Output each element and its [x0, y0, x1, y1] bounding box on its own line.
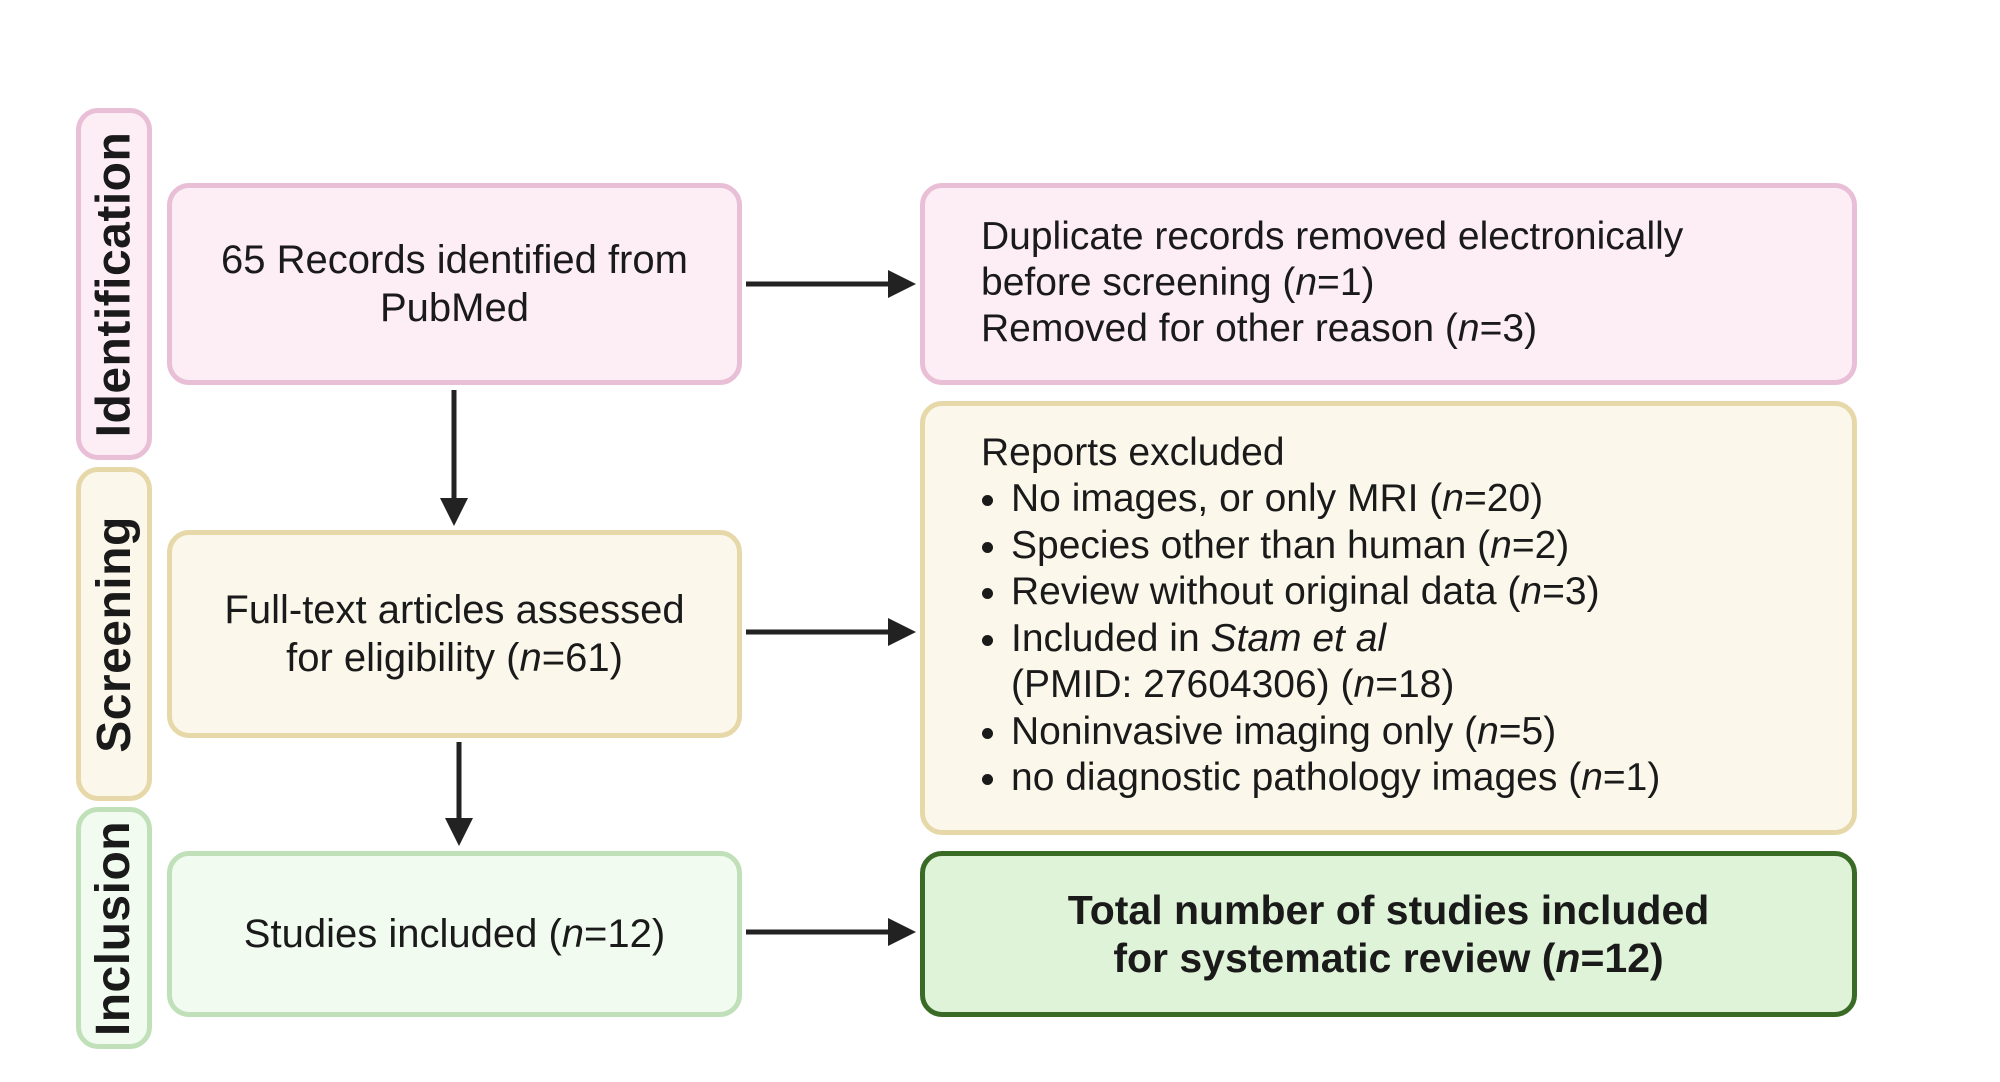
fulltext-assessed-box: Full-text articles assessed for eligibil…: [167, 530, 742, 738]
studies-included-box: Studies included (n=12): [167, 851, 742, 1017]
phase-screening: Screening: [76, 467, 152, 801]
removed-line1: Duplicate records removed electronically: [981, 215, 1684, 258]
phase-inclusion: Inclusion: [76, 807, 152, 1049]
records-removed-box: Duplicate records removed electronically…: [920, 183, 1857, 385]
fulltext-line1: Full-text articles assessed: [224, 588, 685, 632]
records-identified-box: 65 Records identified from PubMed: [167, 183, 742, 385]
exclusion-item-stam: Included in Stam et al(PMID: 27604306) (…: [1011, 616, 1852, 709]
exclusion-list: No images, or only MRI (n=20) Species ot…: [925, 476, 1852, 802]
arrow-records-to-fulltext: [440, 390, 468, 526]
studies-included-text: Studies included (n=12): [243, 912, 666, 956]
arrow-fulltext-to-excluded: [746, 618, 916, 646]
total-line1: Total number of studies included: [1067, 887, 1710, 933]
removed-line2: before screening (n=1): [981, 261, 1375, 304]
exclusion-item-species: Species other than human (n=2): [1011, 523, 1852, 570]
arrow-records-to-removed: [746, 270, 916, 298]
arrow-fulltext-to-included: [445, 742, 473, 846]
reports-excluded-box: Reports excluded No images, or only MRI …: [920, 401, 1857, 835]
removed-line3: Removed for other reason (n=3): [981, 307, 1538, 350]
exclusion-item-noninvasive: Noninvasive imaging only (n=5): [1011, 709, 1852, 756]
total-line2: for systematic review (n=12): [1113, 935, 1664, 981]
records-line1: 65 Records identified from: [221, 238, 688, 282]
fulltext-line2: for eligibility (n=61): [286, 636, 623, 680]
arrow-included-to-total: [746, 918, 916, 946]
reports-excluded-title: Reports excluded: [981, 431, 1285, 474]
exclusion-item-no-images: No images, or only MRI (n=20): [1011, 476, 1852, 523]
records-line2: PubMed: [380, 286, 529, 330]
exclusion-item-review: Review without original data (n=3): [1011, 569, 1852, 616]
exclusion-item-no-pathology: no diagnostic pathology images (n=1): [1011, 755, 1852, 802]
total-studies-box: Total number of studies included for sys…: [920, 851, 1857, 1017]
phase-identification: Identification: [76, 108, 152, 460]
